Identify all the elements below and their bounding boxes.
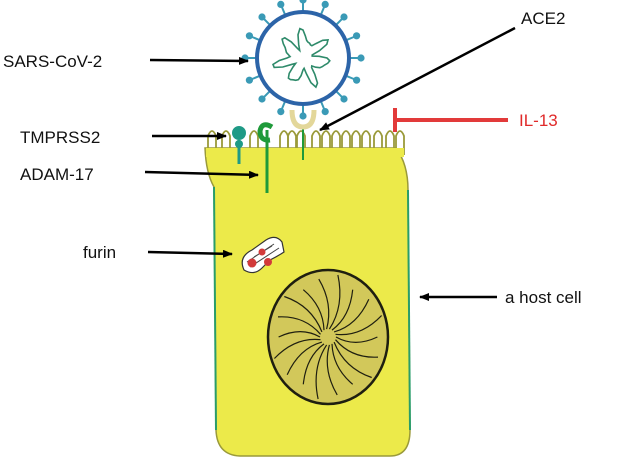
chromatin-strand <box>315 344 328 400</box>
microvilli <box>206 130 405 157</box>
chromatin-strand <box>333 341 372 379</box>
microvillus <box>361 130 371 155</box>
microvillus <box>249 130 259 155</box>
chromatin-strand <box>335 336 378 343</box>
chromatin-strand <box>284 295 323 333</box>
ace2-cup <box>289 109 317 130</box>
host-cell-edge-right <box>407 189 411 431</box>
sars-cov-2-virion <box>241 0 365 120</box>
adam17-hook <box>257 122 274 143</box>
chromatin-strand <box>302 343 325 385</box>
chromatin-strand <box>333 298 370 333</box>
ace2-receptor <box>289 109 317 160</box>
spike-head <box>277 0 285 8</box>
chromatin-strand <box>335 315 383 336</box>
chromatin-strand <box>331 289 354 331</box>
virus-rna <box>272 27 331 89</box>
chromatin-strand <box>318 278 330 330</box>
nucleus <box>266 268 390 406</box>
label-sars-cov-2: SARS-CoV-2 <box>3 52 102 71</box>
microvillus <box>385 130 395 155</box>
label-adam17: ADAM-17 <box>20 165 94 184</box>
chromatin-strand <box>278 331 321 338</box>
microvillus <box>341 130 351 155</box>
spike-head <box>245 76 253 84</box>
microvillus <box>296 130 306 155</box>
arrow-virus <box>149 56 249 65</box>
label-il13: IL-13 <box>519 111 558 130</box>
chromatin-strand <box>286 341 323 376</box>
arrow-furin <box>147 249 233 258</box>
spike-head <box>357 54 365 62</box>
microvillus <box>311 130 321 155</box>
il13-inhibitor <box>393 108 508 132</box>
virus-envelope <box>255 10 351 106</box>
furin-golgi <box>241 236 285 274</box>
arrows <box>144 26 516 301</box>
label-tmprss2: TMPRSS2 <box>20 128 100 147</box>
spike-head <box>321 0 329 8</box>
furin-dot <box>258 248 266 256</box>
spike-head <box>299 112 307 120</box>
spike-head <box>277 108 285 116</box>
furin-dot <box>247 258 257 268</box>
tmprss2-base <box>235 140 243 148</box>
microvillus <box>287 130 297 155</box>
chromatin-strand <box>335 339 379 358</box>
chromatin-strand <box>277 316 321 335</box>
label-host-cell: a host cell <box>505 288 582 307</box>
microvillus <box>395 130 405 155</box>
label-ace2: ACE2 <box>521 9 565 28</box>
arrow-adam17 <box>144 170 259 179</box>
microvillus <box>321 130 331 155</box>
microvillus <box>331 130 341 155</box>
spike-head <box>353 76 361 84</box>
spike-head <box>258 95 266 103</box>
tmprss2-protein <box>232 126 246 164</box>
spike-head <box>299 0 307 4</box>
spike-head <box>340 13 348 21</box>
host-cell-edge-left <box>213 186 217 431</box>
spike-head <box>321 108 329 116</box>
spike-head <box>258 13 266 21</box>
tmprss2-head <box>232 126 246 140</box>
arrow-ace2 <box>319 26 516 132</box>
chromatin-strand <box>326 344 338 396</box>
microvilli-base <box>206 148 404 157</box>
chromatin-strand <box>273 338 321 359</box>
spike-head <box>245 32 253 40</box>
spike-head <box>340 95 348 103</box>
label-furin: furin <box>83 243 116 262</box>
chromatin-strand <box>331 343 354 385</box>
nucleus-body <box>266 268 390 406</box>
microvillus <box>373 130 383 155</box>
adam17-protein <box>257 122 274 193</box>
chromatin-strand <box>302 289 325 331</box>
spike-head <box>353 32 361 40</box>
microvillus <box>351 130 361 155</box>
chromatin <box>273 274 383 400</box>
furin-dot <box>264 258 272 266</box>
virus-spikes <box>241 0 365 120</box>
chromatin-strand <box>328 274 341 330</box>
